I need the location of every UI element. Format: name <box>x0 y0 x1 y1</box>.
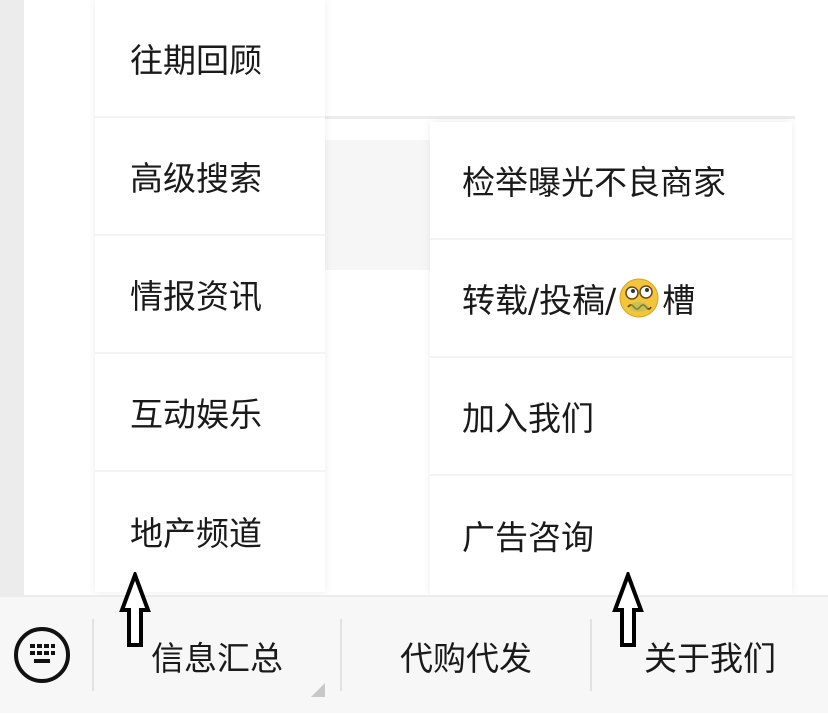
tab-purchasing[interactable]: 代购代发 <box>400 639 532 678</box>
tab-about-us[interactable]: 关于我们 <box>644 639 776 678</box>
tab-info-summary[interactable]: 信息汇总 <box>151 639 283 678</box>
menu-item-entertainment[interactable]: 互动娱乐 <box>95 354 325 472</box>
background-edge <box>0 0 24 595</box>
menu-item-join-us[interactable]: 加入我们 <box>430 358 792 476</box>
submenu-indicator-icon <box>311 683 325 697</box>
menu-item-submit[interactable]: 转载/投稿/ 槽 <box>430 240 792 358</box>
tab-divider <box>340 619 342 691</box>
menu-item-past-review[interactable]: 往期回顾 <box>95 0 325 118</box>
dizzy-face-emoji-icon <box>619 278 659 318</box>
background-shade <box>325 140 430 270</box>
menu-item-submit-label: 转载/投稿/ <box>462 281 617 320</box>
submenu-info-summary: 往期回顾 高级搜索 情报资讯 互动娱乐 地产频道 <box>95 0 325 592</box>
menu-item-real-estate[interactable]: 地产频道 <box>130 514 262 553</box>
tab-divider <box>590 619 592 691</box>
up-arrow-icon <box>119 572 151 647</box>
menu-item-submit-label-end: 槽 <box>662 281 696 320</box>
menu-item-advanced-search[interactable]: 高级搜索 <box>95 118 325 236</box>
divider <box>325 116 795 119</box>
submenu-about-us: 检举曝光不良商家 转载/投稿/ 槽 加入我们 广告咨询 <box>430 122 792 595</box>
menu-item-news[interactable]: 情报资讯 <box>95 236 325 354</box>
keyboard-icon[interactable] <box>14 627 70 683</box>
menu-item-ad-consult[interactable]: 广告咨询 <box>462 518 594 557</box>
tab-divider <box>92 619 94 691</box>
up-arrow-icon <box>612 572 644 647</box>
menu-item-report-merchants[interactable]: 检举曝光不良商家 <box>430 122 792 240</box>
